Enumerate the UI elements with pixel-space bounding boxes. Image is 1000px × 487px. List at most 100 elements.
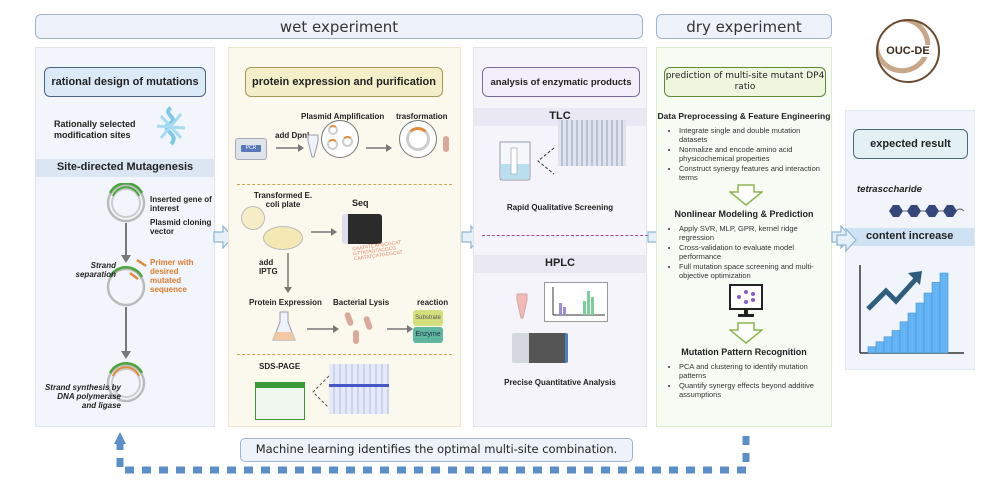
tlc-plate-image bbox=[558, 120, 626, 166]
content-increase-band: content increase bbox=[846, 228, 974, 246]
chromatogram-peaks bbox=[552, 287, 605, 316]
bar bbox=[939, 272, 949, 354]
panel-expected-result: expected result tetrasccharide content i… bbox=[845, 110, 975, 370]
dashed-callout bbox=[312, 375, 330, 409]
petri-dish-icon bbox=[263, 226, 303, 250]
panel2-header: protein expression and purification bbox=[245, 67, 443, 97]
panel3-header: analysis of enzymatic products bbox=[482, 67, 640, 97]
dashed-callout bbox=[537, 147, 555, 175]
tetrasaccharide-icon bbox=[889, 205, 965, 217]
list-item: Cross-validation to evaluate model perfo… bbox=[679, 243, 827, 261]
arrow-icon bbox=[366, 144, 392, 152]
logo-text: OUC-DE bbox=[884, 45, 932, 57]
bar bbox=[931, 282, 941, 354]
plasmid-amplification-label: Plasmid Amplification bbox=[301, 112, 385, 121]
hplc-caption: Precise Quantitative Analysis bbox=[504, 378, 616, 387]
strand-synthesis-label: Strand synthesis by DNA polymerase and l… bbox=[44, 383, 121, 410]
inserted-gene-label: Inserted gene of interest bbox=[150, 195, 212, 213]
product-label: tetrasccharide bbox=[857, 184, 922, 195]
feedback-label: Machine learning identifies the optimal … bbox=[240, 438, 633, 462]
wet-experiment-header: wet experiment bbox=[35, 14, 643, 39]
list-item: Apply SVR, MLP, GPR, kernel ridge regres… bbox=[679, 224, 827, 242]
mutation-pattern-list: PCA and clustering to identify mutation … bbox=[667, 362, 827, 400]
bacterium-icon bbox=[443, 136, 449, 152]
protein-structure-icon bbox=[156, 106, 186, 146]
panel5-header: expected result bbox=[853, 129, 968, 159]
data-preprocessing-list: Integrate single and double mutation dat… bbox=[667, 126, 827, 183]
bacterial-lysis-label: Bacterial Lysis bbox=[333, 298, 390, 307]
down-arrow-icon bbox=[729, 322, 763, 344]
transformation-label: trasformation bbox=[396, 112, 448, 121]
primer-icon bbox=[136, 258, 147, 268]
selected-sites-label: Rationally selected modification sites bbox=[54, 119, 136, 140]
pcr-label: PCR bbox=[241, 145, 261, 152]
add-dpni-label: add DpnI bbox=[275, 131, 310, 140]
tube-icon bbox=[307, 134, 319, 158]
bar bbox=[883, 336, 893, 354]
bar bbox=[899, 321, 909, 354]
chromatogram-image bbox=[544, 282, 608, 322]
arrow-to-content bbox=[836, 228, 857, 252]
substrate-block: Substrate bbox=[413, 310, 443, 326]
list-item: Normalize and encode amino acid physicoc… bbox=[679, 145, 827, 163]
nonlinear-modeling-list: Apply SVR, MLP, GPR, kernel ridge regres… bbox=[667, 224, 827, 281]
bar bbox=[867, 346, 877, 354]
panel4-header: prediction of multi-site mutant DP4 rati… bbox=[664, 67, 826, 97]
plasmid-amplification-circle bbox=[321, 120, 359, 158]
sds-gel-image bbox=[329, 364, 389, 414]
down-arrow-icon bbox=[729, 184, 763, 206]
protein-expression-label: Protein Expression bbox=[249, 298, 322, 307]
colony-zoom-icon bbox=[241, 206, 265, 230]
strand-separation-label: Strand separation bbox=[75, 261, 116, 279]
content-increase-chart bbox=[859, 265, 964, 354]
bar bbox=[875, 341, 885, 354]
tlc-caption: Rapid Qualitative Screening bbox=[506, 203, 614, 212]
divider bbox=[237, 184, 452, 185]
enzyme-block: Enzyme bbox=[413, 327, 443, 343]
arrow-icon bbox=[311, 228, 337, 236]
plasmid-vector-label: Plasmid cloning vector bbox=[150, 218, 212, 236]
flask-icon bbox=[272, 311, 296, 341]
arrow-icon bbox=[307, 325, 339, 333]
sample-tube-icon bbox=[516, 293, 528, 319]
bar bbox=[907, 312, 917, 354]
arrow-down-icon bbox=[284, 253, 292, 293]
arrow-icon bbox=[276, 144, 304, 152]
primer-label: Primer with desired mutated sequence bbox=[150, 258, 194, 294]
dry-experiment-header: dry experiment bbox=[656, 14, 832, 39]
panel-protein-expression: protein expression and purification PCR … bbox=[228, 47, 461, 427]
dashed-separator bbox=[482, 235, 658, 236]
panel-rational-design: rational design of mutations Rationally … bbox=[35, 47, 215, 427]
list-item: Construct synergy features and interacti… bbox=[679, 164, 827, 182]
lysed-bacteria-icon bbox=[344, 312, 373, 344]
panel-enzymatic-analysis: analysis of enzymatic products TLC Rapid… bbox=[473, 47, 647, 427]
transformation-circle bbox=[399, 120, 437, 158]
feedback-loop-arrow bbox=[114, 432, 750, 474]
ecoli-plate-label: Transformed E. coli plate bbox=[253, 191, 313, 209]
list-item: Integrate single and double mutation dat… bbox=[679, 126, 827, 144]
sds-page-label: SDS-PAGE bbox=[259, 362, 301, 371]
panel1-header: rational design of mutations bbox=[44, 67, 206, 97]
add-iptg-label: add IPTG bbox=[259, 258, 278, 276]
logo: OUC-DE bbox=[876, 19, 940, 83]
mutation-pattern-title: Mutation Pattern Recognition bbox=[681, 347, 807, 357]
pcr-machine-icon: PCR bbox=[235, 138, 267, 160]
mutagenesis-diagram bbox=[106, 183, 146, 403]
list-item: Quantify synergy effects beyond additive… bbox=[679, 381, 827, 399]
hplc-instrument-icon bbox=[512, 333, 568, 363]
seq-label: Seq bbox=[352, 198, 369, 208]
bar bbox=[923, 292, 933, 354]
arrow-icon bbox=[387, 325, 413, 333]
bar bbox=[891, 330, 901, 354]
panel-prediction: prediction of multi-site mutant DP4 rati… bbox=[656, 47, 832, 427]
trend-arrow-head bbox=[908, 271, 922, 285]
data-preprocessing-title: Data Preprocessing & Feature Engineering bbox=[657, 111, 831, 121]
list-item: Full mutation space screening and multi-… bbox=[679, 262, 827, 280]
beaker-icon bbox=[499, 141, 531, 181]
electrophoresis-tank-icon bbox=[255, 382, 305, 420]
neural-network-monitor-icon bbox=[729, 284, 763, 317]
arrow-up-icon bbox=[114, 432, 126, 444]
reaction-label: reaction bbox=[417, 298, 449, 307]
nonlinear-modeling-title: Nonlinear Modeling & Prediction bbox=[674, 209, 814, 219]
divider bbox=[237, 354, 452, 355]
